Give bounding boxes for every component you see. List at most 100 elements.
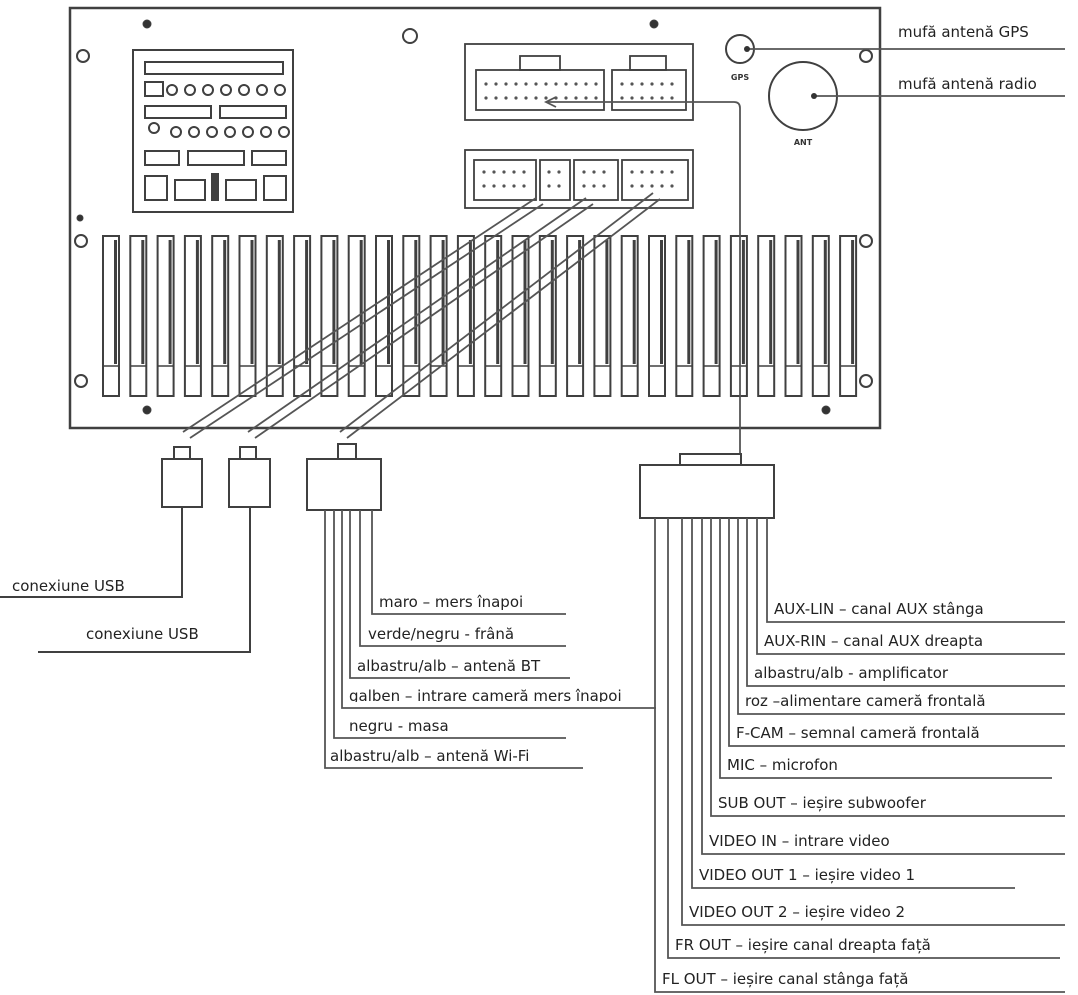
connector-slot xyxy=(174,179,206,201)
gps-antenna-label: mufă antenă GPS xyxy=(898,23,1029,41)
cooling-fin xyxy=(402,235,421,397)
harness-wire xyxy=(333,510,566,739)
usb-cable-2 xyxy=(247,197,594,439)
cooling-fin xyxy=(566,235,585,397)
antenna-port: ANT xyxy=(768,61,838,147)
usb-connector-2: conexiune USB xyxy=(38,446,271,653)
right-harness-label: F-CAM – semnal cameră frontală xyxy=(736,724,980,742)
cooling-fin xyxy=(375,235,393,397)
arrow-head xyxy=(543,96,557,108)
right-harness-label: MIC – microfon xyxy=(727,756,838,774)
cooling-fin xyxy=(729,235,748,397)
usb-plug-tip xyxy=(239,446,257,460)
left-harness-label: galben – intrare cameră mers înapoi xyxy=(349,687,622,705)
mount-hole xyxy=(649,19,659,29)
left-harness-label: albastru/alb – antenă Wi-Fi xyxy=(330,747,529,765)
cooling-fin xyxy=(620,235,639,397)
connector-body xyxy=(611,69,687,111)
cooling-fin xyxy=(675,235,694,397)
right-harness-label: VIDEO OUT 2 – ieșire video 2 xyxy=(689,903,905,921)
harness-plug-body xyxy=(639,464,775,519)
unit-outline xyxy=(68,6,882,430)
harness-wire xyxy=(359,510,566,647)
connector-slot xyxy=(211,173,219,201)
multipin-connector-bottom xyxy=(464,149,694,209)
harness-wire xyxy=(756,518,1065,655)
connector-slot xyxy=(263,175,287,201)
cooling-fin xyxy=(538,235,557,397)
harness-wire xyxy=(324,510,583,769)
leader-dot xyxy=(811,93,817,99)
screw-hole xyxy=(74,374,88,388)
cooling-fin xyxy=(839,235,858,397)
connector-slot xyxy=(144,61,284,75)
power-connector-body xyxy=(132,49,294,213)
connector-frame xyxy=(464,149,694,209)
mount-hole xyxy=(142,19,152,29)
cooling-fins xyxy=(102,235,858,397)
harness-wire xyxy=(667,518,1060,959)
head-unit-back-panel xyxy=(68,6,882,430)
usb-cable-1 xyxy=(182,197,544,439)
pin-row-top xyxy=(144,81,286,97)
right-harness-label: AUX-RIN – canal AUX dreapta xyxy=(764,632,983,650)
right-harness-label: AUX-LIN – canal AUX stânga xyxy=(774,600,984,618)
cooling-fin xyxy=(293,235,312,397)
connector-body xyxy=(573,159,619,201)
pin-row-bottom xyxy=(148,122,290,138)
harness-wire xyxy=(766,518,1065,623)
usb-wire xyxy=(0,507,183,598)
cooling-fin xyxy=(757,235,776,397)
radio-antenna-label: mufă antenă radio xyxy=(898,75,1037,93)
screw-hole xyxy=(74,234,88,248)
cooling-fin xyxy=(156,235,175,397)
connector-frame xyxy=(464,43,694,121)
cooling-fin xyxy=(238,235,257,397)
right-harness-wires xyxy=(654,518,1065,993)
cooling-fin xyxy=(593,235,612,397)
connector-slot xyxy=(144,150,180,166)
right-harness-label: VIDEO IN – intrare video xyxy=(709,832,890,850)
connector-slot xyxy=(144,175,168,201)
harness-wire xyxy=(691,518,1015,889)
harness-cable-left xyxy=(339,192,661,439)
cooling-fin xyxy=(320,235,339,397)
multipin-connector-top xyxy=(464,43,694,121)
harness-plug-body xyxy=(306,458,382,511)
left-harness-label: negru - masa xyxy=(349,717,449,735)
connector-slot xyxy=(251,150,287,166)
connector-body xyxy=(621,159,689,201)
connector-body xyxy=(473,159,537,201)
power-connector xyxy=(132,49,294,213)
usb-plug-body xyxy=(228,458,271,508)
mount-hole xyxy=(76,214,84,222)
usb-connector-1: conexiune USB xyxy=(0,446,203,598)
cooling-fin xyxy=(211,235,230,397)
antenna-port-label: ANT xyxy=(794,138,813,147)
usb-plug-tip xyxy=(173,446,191,460)
connector-body xyxy=(539,159,571,201)
left-harness-label: verde/negru - frână xyxy=(368,625,514,643)
cooling-fin xyxy=(511,235,530,397)
harness-wire xyxy=(710,518,1065,817)
harness-wire xyxy=(737,518,1065,715)
cooling-fin xyxy=(265,235,284,397)
left-harness-wires xyxy=(324,510,656,769)
connector-latch xyxy=(629,55,667,71)
mount-hole xyxy=(821,405,831,415)
harness-wire xyxy=(681,518,1065,926)
harness-wire xyxy=(746,518,1065,687)
cooling-fin xyxy=(648,235,666,397)
right-harness-label: albastru/alb - amplificator xyxy=(754,664,949,682)
cooling-fin xyxy=(102,235,120,397)
left-harness-label: albastru/alb – antenă BT xyxy=(357,657,541,675)
cooling-fin xyxy=(129,235,148,397)
right-harness-label: FR OUT – ieșire canal dreapta față xyxy=(675,936,931,954)
cooling-fin xyxy=(183,235,202,397)
usb-label-1: conexiune USB xyxy=(12,577,125,595)
screw-hole xyxy=(402,28,418,44)
harness-wire xyxy=(349,510,570,679)
